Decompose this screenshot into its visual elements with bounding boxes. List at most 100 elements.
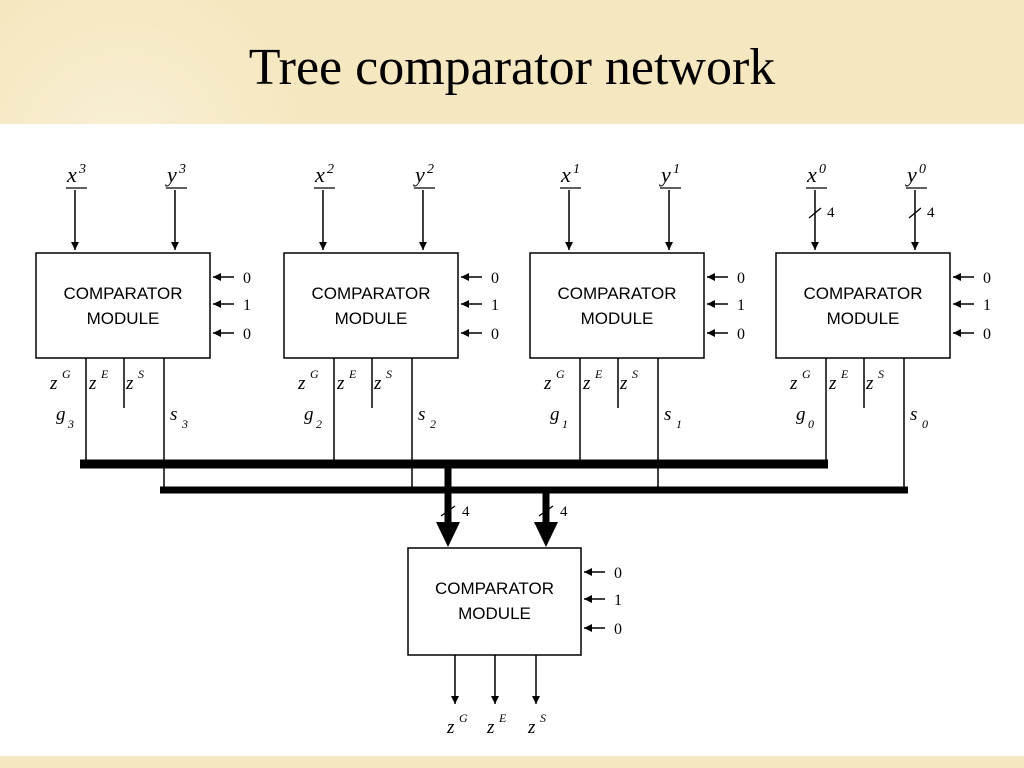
constant-label: 0 — [737, 326, 745, 343]
input-y-label-base: y — [165, 162, 177, 187]
constant-label: 0 — [491, 326, 499, 343]
port-label-sup: G — [802, 367, 811, 381]
port-label: z — [619, 373, 628, 394]
input-y-label-sup: 2 — [427, 162, 434, 177]
module-label-line2: MODULE — [581, 309, 654, 328]
constant-label: 0 — [737, 270, 745, 287]
input-x-label-sup: 0 — [819, 162, 826, 177]
input-x-label-sup: 2 — [327, 162, 334, 177]
constant-label: 0 — [491, 270, 499, 287]
input-y-label-sup: 0 — [919, 162, 926, 177]
port-label-sup: S — [878, 367, 884, 381]
module-label-line2: MODULE — [458, 604, 531, 623]
bus-width-label: 4 — [927, 205, 935, 221]
s-sub: 2 — [430, 417, 436, 431]
final-output-label: z — [486, 717, 495, 738]
g-label: g — [56, 404, 66, 425]
g-label: g — [796, 404, 806, 425]
port-label: z — [373, 373, 382, 394]
s-sub: 0 — [922, 417, 928, 431]
bus-slash — [908, 207, 922, 219]
input-y-label-sup: 3 — [178, 162, 186, 177]
input-x-label-sup: 1 — [573, 162, 580, 177]
bus-width-label: 4 — [827, 205, 835, 221]
bus-drop-arrowhead — [436, 522, 460, 547]
port-label-sup: E — [840, 367, 849, 381]
constant-label: 0 — [243, 270, 251, 287]
constant-label: 1 — [243, 297, 251, 314]
module-label-line1: COMPARATOR — [435, 579, 554, 598]
module-label-line1: COMPARATOR — [311, 284, 430, 303]
input-y-label-base: y — [905, 162, 917, 187]
constant-label: 1 — [614, 592, 622, 609]
input-y-label-base: y — [659, 162, 671, 187]
g-label: g — [304, 404, 314, 425]
final-output-label: z — [446, 717, 455, 738]
s-label: s — [170, 404, 177, 425]
input-y-label-sup: 1 — [673, 162, 680, 177]
s-label: s — [418, 404, 425, 425]
input-x-label-base: x — [560, 162, 571, 187]
comparator-module-2 — [529, 252, 705, 359]
bus-slash — [538, 505, 554, 517]
g-sub: 2 — [316, 417, 322, 431]
module-label-line1: COMPARATOR — [557, 284, 676, 303]
constant-label: 1 — [737, 297, 745, 314]
g-label: g — [550, 404, 560, 425]
constant-label: 0 — [983, 270, 991, 287]
g-sub: 3 — [67, 417, 74, 431]
comparator-module-4 — [407, 547, 582, 656]
port-label: z — [88, 373, 97, 394]
port-label: z — [828, 373, 837, 394]
g-sub: 1 — [562, 417, 568, 431]
final-output-sup: G — [459, 711, 468, 725]
input-x-label-base: x — [806, 162, 817, 187]
bus-width-label: 4 — [560, 504, 568, 520]
bus-slash — [808, 207, 822, 219]
bus-width-label: 4 — [462, 504, 470, 520]
constant-label: 0 — [614, 565, 622, 582]
module-label-line2: MODULE — [827, 309, 900, 328]
comparator-module-0 — [35, 252, 211, 359]
port-label-sup: S — [632, 367, 638, 381]
port-label: z — [543, 373, 552, 394]
module-label-line1: COMPARATOR — [63, 284, 182, 303]
port-label: z — [49, 373, 58, 394]
constant-label: 0 — [983, 326, 991, 343]
bottom-band — [0, 756, 1024, 768]
port-label: z — [865, 373, 874, 394]
comparator-module-3 — [775, 252, 951, 359]
g-sub: 0 — [808, 417, 814, 431]
bus-drop-arrowhead — [534, 522, 558, 547]
s-label: s — [664, 404, 671, 425]
port-label-sup: E — [100, 367, 109, 381]
port-label-sup: G — [556, 367, 565, 381]
slide-title: Tree comparator network — [248, 39, 776, 96]
port-label: z — [582, 373, 591, 394]
port-label-sup: S — [386, 367, 392, 381]
constant-label: 1 — [491, 297, 499, 314]
port-label: z — [297, 373, 306, 394]
port-label-sup: G — [62, 367, 71, 381]
s-sub: 3 — [181, 417, 188, 431]
s-sub: 1 — [676, 417, 682, 431]
port-label-sup: G — [310, 367, 319, 381]
port-label-sup: S — [138, 367, 144, 381]
comparator-module-1 — [283, 252, 459, 359]
final-output-sup: S — [540, 711, 546, 725]
bus-slash — [440, 505, 456, 517]
module-label-line1: COMPARATOR — [803, 284, 922, 303]
constant-label: 1 — [983, 297, 991, 314]
module-label-line2: MODULE — [87, 309, 160, 328]
input-x-label-base: x — [66, 162, 77, 187]
module-label-line2: MODULE — [335, 309, 408, 328]
